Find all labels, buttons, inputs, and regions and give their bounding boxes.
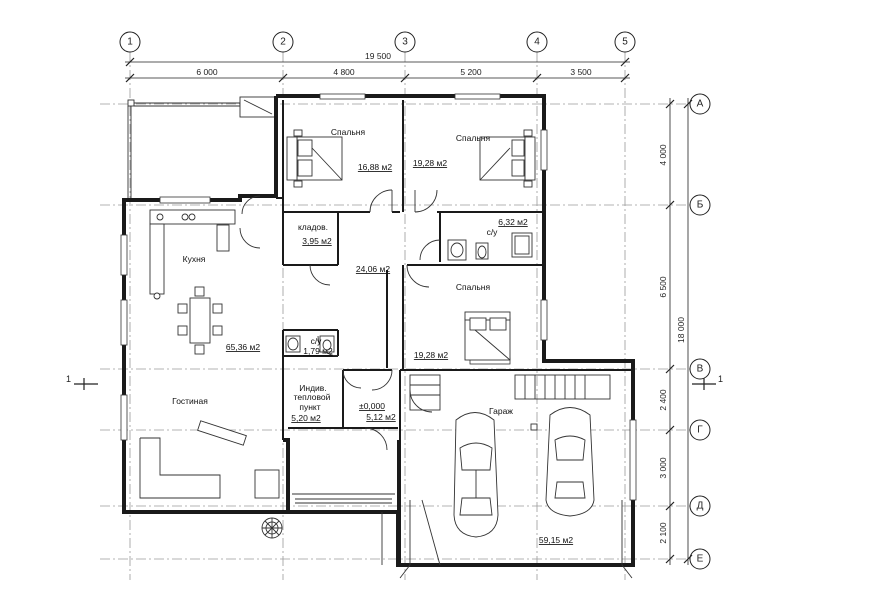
- plant-icon: [261, 517, 283, 539]
- axis-label: 3: [402, 37, 408, 48]
- right-dimensions: 4 000 6 500 2 400 3 000 2 100 18 000: [658, 98, 693, 565]
- room-area-storage: 3,95 м2: [302, 236, 332, 246]
- section-mark-left: 1: [66, 374, 98, 390]
- dimension-span: 4 800: [333, 67, 355, 77]
- axis-label: А: [697, 99, 704, 110]
- axis-label: 4: [534, 37, 540, 48]
- dimension-total-height: 18 000: [676, 317, 686, 343]
- axis-bubble-b: Б: [689, 194, 711, 216]
- room-area-bedroom-2: 19,28 м2: [413, 158, 447, 168]
- room-name-garage: Гараж: [489, 406, 513, 416]
- room-area-bathroom-1: 6,32 м2: [498, 217, 528, 227]
- axis-label: 5: [622, 37, 628, 48]
- dimension-span: 6 500: [658, 276, 668, 298]
- bed-3: [464, 311, 511, 361]
- living-room-furniture: [139, 420, 280, 499]
- kitchen-furniture: [149, 209, 236, 300]
- room-area-itp: 5,20 м2: [291, 413, 321, 423]
- axis-bubble-v: В: [689, 358, 711, 380]
- dimension-span: 2 100: [658, 522, 668, 544]
- dimension-span: 3 000: [658, 457, 668, 479]
- room-area-hall: 24,06 м2: [356, 264, 390, 274]
- axis-bubble-d: Д: [689, 495, 711, 517]
- dimension-span: 3 500: [570, 67, 592, 77]
- grid-lines: [100, 52, 690, 580]
- dining-table: [177, 286, 223, 355]
- room-name-bedroom-2: Спальня: [456, 133, 491, 143]
- garage-gate-lines: [381, 499, 633, 579]
- axis-label: Е: [697, 554, 704, 565]
- room-area-vestibule: 5,12 м2: [366, 412, 396, 422]
- room-area-garage: 59,15 м2: [539, 535, 573, 545]
- room-name-bathroom-2: с/у: [311, 336, 323, 346]
- room-name-living: Гостиная: [172, 396, 208, 406]
- car-2: [545, 407, 595, 517]
- axis-bubble-1: 1: [119, 31, 141, 53]
- bed-2: [479, 129, 536, 188]
- dimension-total-width: 19 500: [365, 51, 391, 61]
- axis-label: 1: [127, 37, 133, 48]
- interior-walls: [276, 100, 633, 565]
- garage-stairs: [409, 374, 611, 431]
- level-mark: ±0,000: [359, 401, 385, 411]
- dimension-span: 2 400: [658, 389, 668, 411]
- axis-bubble-g: Г: [689, 419, 711, 441]
- car-1: [453, 412, 499, 538]
- room-area-bathroom-2: 1,79 м2: [303, 346, 333, 356]
- room-area-bedroom-3: 19,28 м2: [414, 350, 448, 360]
- doors: [239, 189, 441, 451]
- room-name-kitchen: Кухня: [183, 254, 206, 264]
- axis-label: 2: [280, 37, 286, 48]
- exterior-walls: [120, 93, 637, 567]
- axis-label: Б: [697, 200, 704, 211]
- dimension-span: 5 200: [460, 67, 482, 77]
- section-label: 1: [66, 374, 71, 384]
- section-mark-right: 1: [692, 374, 723, 390]
- top-dimensions: 19 500 6 000 4 800 5 200 3 500: [125, 51, 630, 83]
- room-name-bathroom-1: с/у: [487, 227, 499, 237]
- axis-label: Д: [697, 501, 704, 512]
- axis-label: В: [697, 364, 704, 375]
- axis-bubble-a: А: [689, 93, 711, 115]
- porch: [292, 493, 395, 504]
- axis-bubble-4: 4: [526, 31, 548, 53]
- axis-bubble-3: 3: [394, 31, 416, 53]
- room-name-bedroom-3: Спальня: [456, 282, 491, 292]
- axis-bubble-e: Е: [689, 548, 711, 570]
- axis-bubble-5: 5: [614, 31, 636, 53]
- axis-label: Г: [697, 425, 703, 436]
- room-name-itp-line-3: пункт: [299, 402, 320, 412]
- room-name-itp-line-1: Индив.: [299, 383, 326, 393]
- terrace: [127, 96, 277, 198]
- room-name-itp-line-2: тепловой: [294, 392, 331, 402]
- room-area-living: 65,36 м2: [226, 342, 260, 352]
- bathroom-fixtures: [285, 232, 533, 353]
- room-name-storage: кладов.: [298, 222, 328, 232]
- dimension-span: 6 000: [196, 67, 218, 77]
- section-label: 1: [718, 374, 723, 384]
- room-name-bedroom-1: Спальня: [331, 127, 366, 137]
- dimension-span: 4 000: [658, 144, 668, 166]
- room-labels: Спальня 16,88 м2 Спальня 19,28 м2 кладов…: [172, 127, 573, 545]
- axis-bubble-2: 2: [272, 31, 294, 53]
- bed-1: [286, 129, 343, 188]
- room-area-bedroom-1: 16,88 м2: [358, 162, 392, 172]
